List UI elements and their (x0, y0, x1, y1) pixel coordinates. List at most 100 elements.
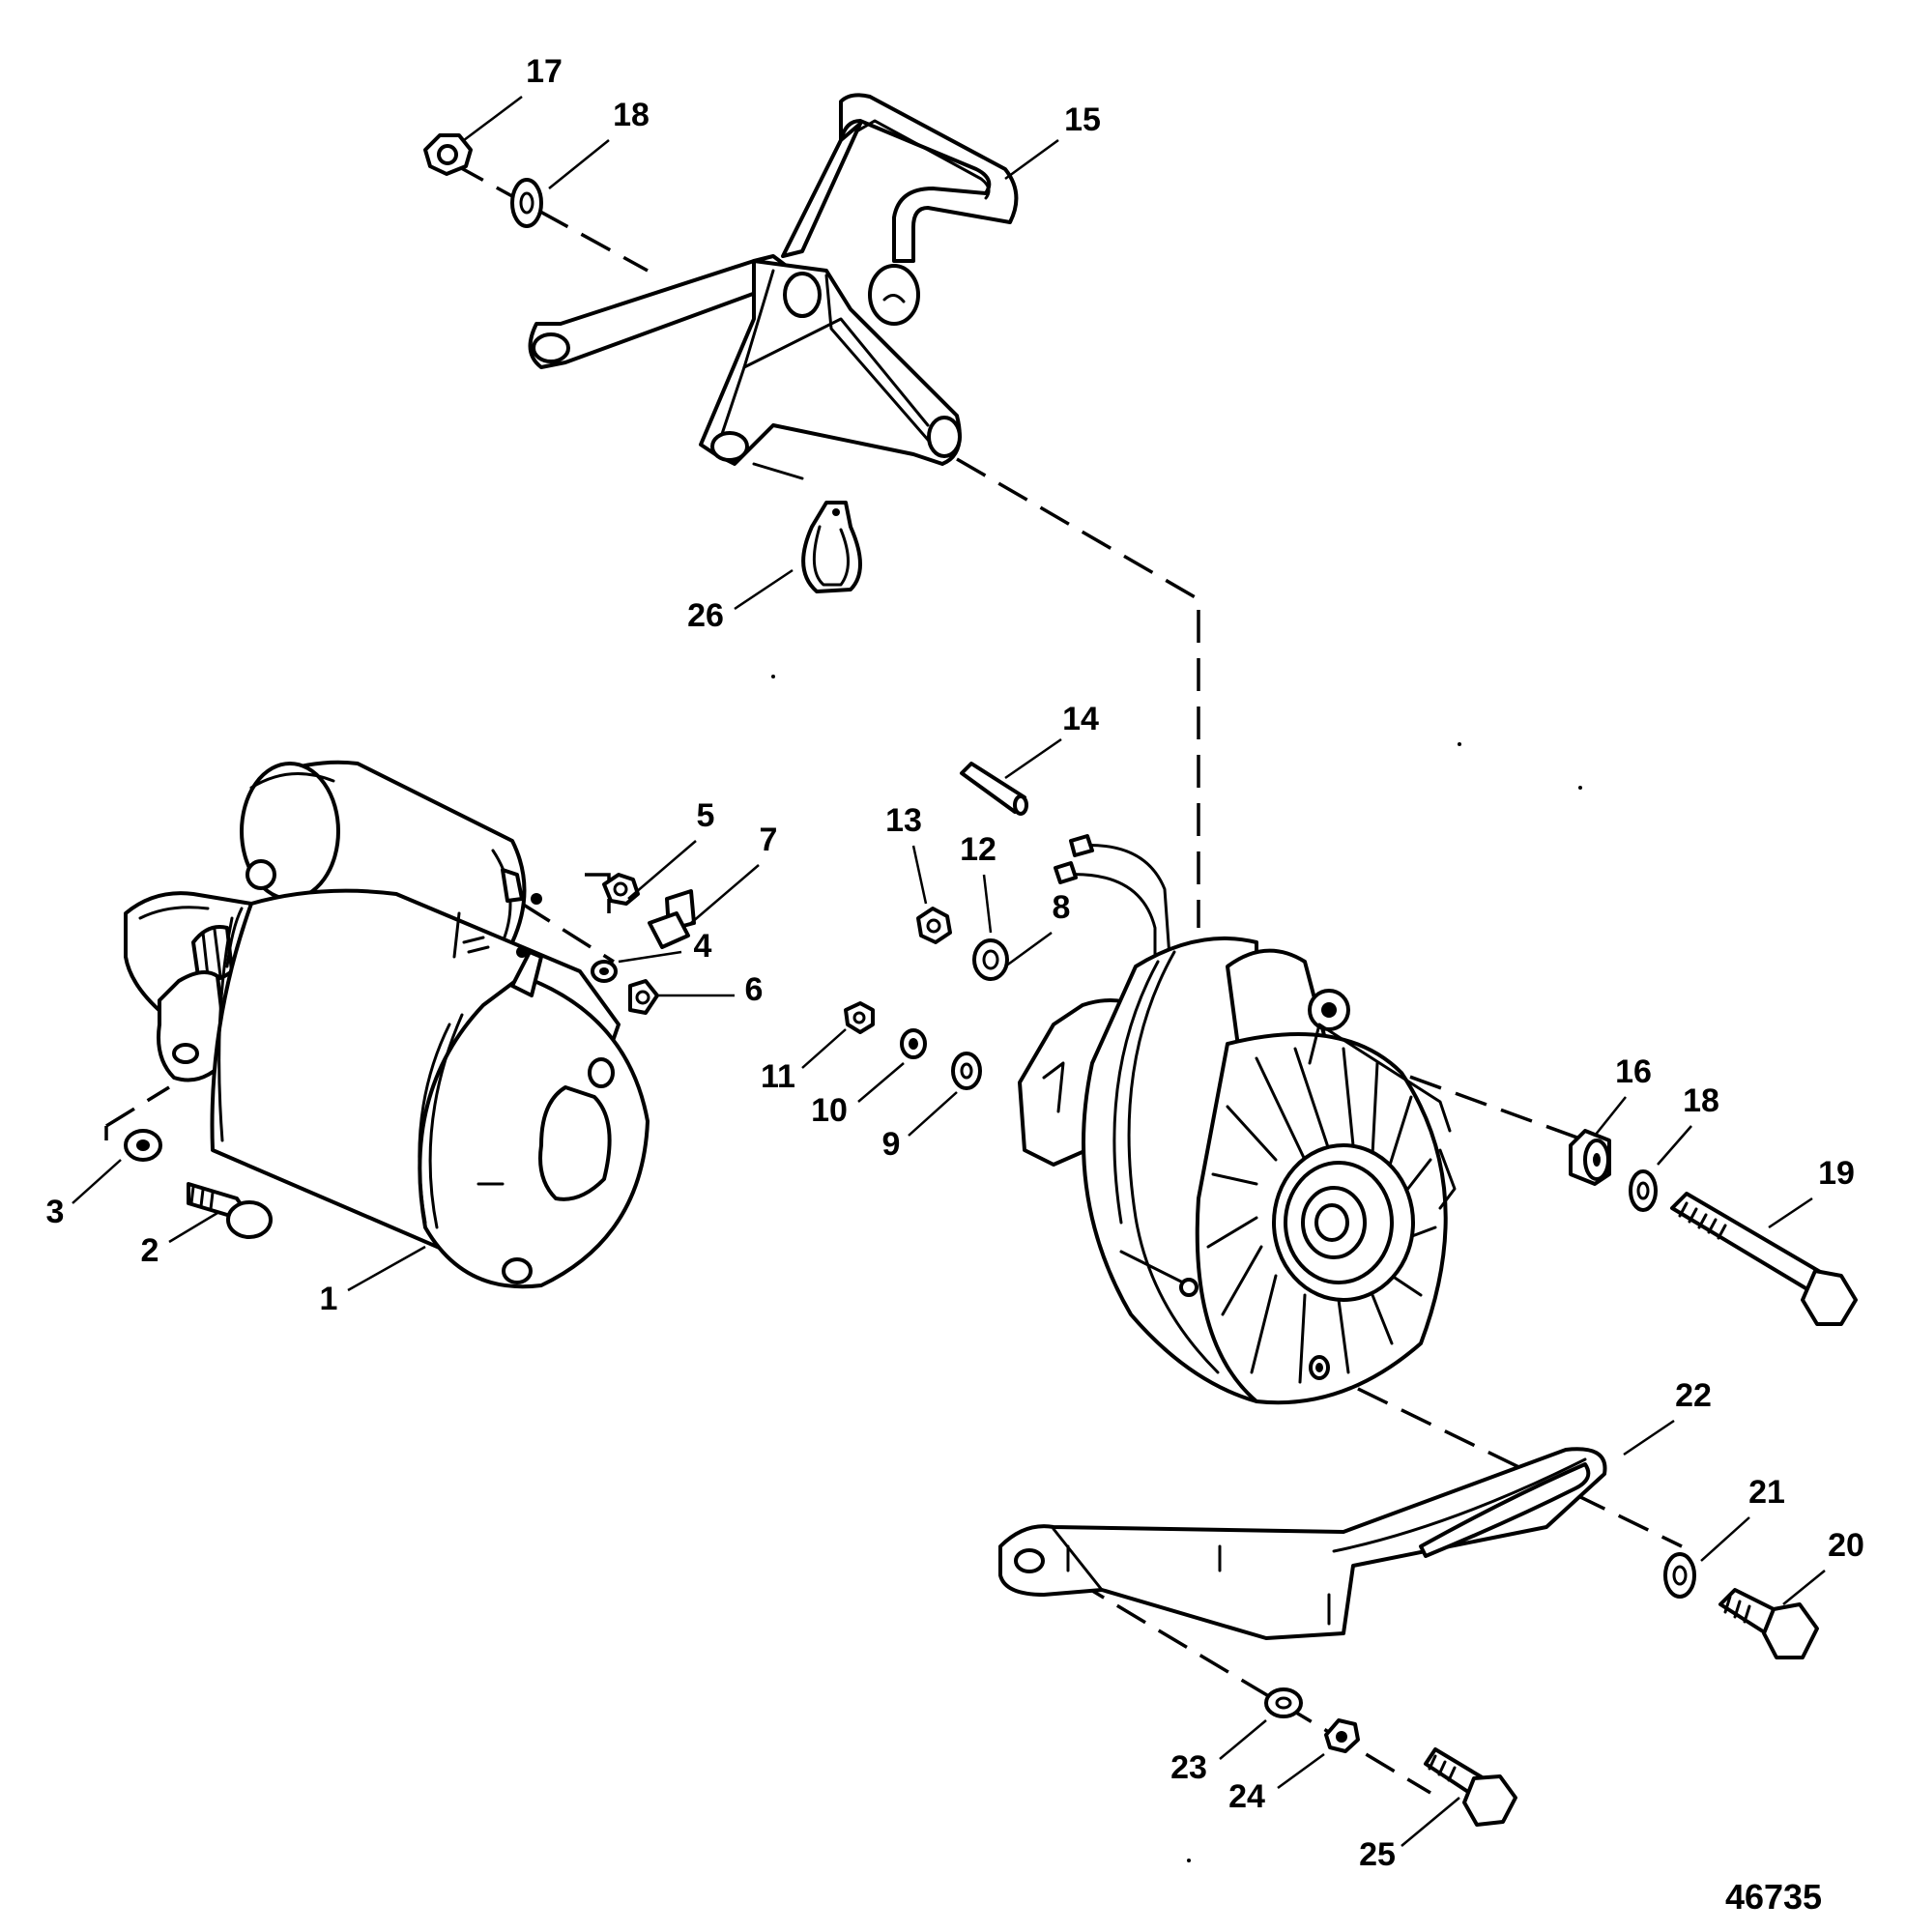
callout-1: 1 (320, 1245, 426, 1317)
leader-line-24 (1277, 1752, 1325, 1790)
callout-number-2: 2 (141, 1232, 159, 1269)
leader-line-17 (463, 96, 523, 141)
callout-12: 12 (960, 831, 996, 934)
leader-line-8 (1004, 931, 1053, 968)
leader-line-19 (1768, 1197, 1813, 1229)
callout-5: 5 (627, 797, 715, 900)
part-23-washer (1264, 1687, 1303, 1718)
callout-number-25: 25 (1359, 1836, 1396, 1873)
leader-line-21 (1700, 1516, 1750, 1562)
callout-number-7: 7 (760, 822, 778, 858)
callout-2: 2 (141, 1211, 218, 1269)
callout-number-17: 17 (526, 53, 563, 90)
leader-line-20 (1782, 1570, 1826, 1605)
callout-number-21: 21 (1748, 1474, 1785, 1511)
part-5-nut (602, 873, 640, 906)
leader-line-3 (72, 1159, 122, 1204)
part-6-nut (628, 979, 659, 1015)
leader-line-14 (1004, 737, 1062, 780)
leader-line-11 (801, 1028, 847, 1069)
callout-number-14: 14 (1062, 701, 1099, 737)
leader-line-4 (618, 950, 682, 964)
part-13-nut (916, 907, 952, 944)
callout-number-12: 12 (960, 831, 996, 868)
leader-line-18 (548, 139, 610, 189)
part-2-bolt (187, 1182, 273, 1239)
callout-number-22: 22 (1675, 1377, 1712, 1414)
callout-number-11: 11 (761, 1058, 795, 1095)
callout-number-4: 4 (694, 928, 712, 965)
leader-line-2 (168, 1211, 218, 1244)
leader-line-25 (1401, 1797, 1460, 1847)
callout-15: 15 (1004, 101, 1101, 181)
leader-line-15 (1004, 138, 1059, 181)
callout-number-6: 6 (745, 971, 764, 1008)
part-14-pin (960, 762, 1028, 816)
part-26-clip (801, 501, 862, 593)
part-7-bolt (648, 889, 696, 949)
part-19-bolt (1670, 1192, 1858, 1326)
part-17-nut (423, 133, 473, 176)
part-22-brace (998, 1447, 1607, 1640)
callout-16: 16 (1594, 1053, 1652, 1137)
part-21-washer (1663, 1552, 1696, 1599)
callout-number-18b: 18 (1683, 1082, 1719, 1119)
callout-7: 7 (690, 822, 778, 924)
callout-24: 24 (1228, 1752, 1325, 1815)
leader-line-22 (1623, 1419, 1675, 1456)
leader-line-16 (1594, 1096, 1627, 1137)
alternator-bracket (528, 93, 1019, 480)
leader-line-10 (857, 1062, 905, 1103)
alternator (1018, 834, 1457, 1405)
part-20-bolt (1718, 1588, 1819, 1659)
part-25-bolt (1424, 1747, 1517, 1827)
part-10-washer (900, 1028, 927, 1059)
callout-number-8: 8 (1053, 889, 1071, 926)
callout-number-24: 24 (1228, 1778, 1265, 1815)
callout-23: 23 (1170, 1719, 1267, 1786)
leader-line-23 (1219, 1719, 1267, 1760)
callout-3: 3 (46, 1159, 122, 1230)
part-18-washer-top (510, 178, 543, 228)
callout-22: 22 (1623, 1377, 1712, 1456)
callout-21: 21 (1700, 1474, 1785, 1562)
callout-number-13: 13 (885, 802, 922, 839)
callout-number-5: 5 (697, 797, 715, 834)
callout-26: 26 (687, 568, 794, 634)
callout-number-3: 3 (46, 1194, 65, 1230)
callout-number-20: 20 (1828, 1527, 1864, 1564)
callout-number-26: 26 (687, 597, 724, 634)
callout-10: 10 (811, 1062, 905, 1129)
leader-line-18b (1657, 1125, 1692, 1166)
part-11-nut (844, 1001, 875, 1034)
callout-20: 20 (1782, 1527, 1864, 1605)
leader-line-5 (627, 840, 697, 900)
part-16-spacer (1569, 1129, 1611, 1186)
callout-number-16: 16 (1615, 1053, 1652, 1090)
part-9-washer (951, 1052, 982, 1090)
callout-17: 17 (463, 53, 563, 141)
callout-9: 9 (882, 1091, 958, 1163)
part-12-washer (972, 938, 1009, 981)
callout-18b: 18 (1657, 1082, 1719, 1166)
leader-line-9 (908, 1091, 958, 1137)
starter-motor (124, 760, 650, 1289)
callout-8: 8 (1004, 889, 1071, 968)
part-4-nut (591, 960, 618, 983)
callout-number-18: 18 (613, 97, 650, 133)
leader-line-13 (911, 845, 928, 905)
leader-line-7 (690, 864, 760, 924)
callout-number-1: 1 (320, 1281, 338, 1317)
callout-19: 19 (1768, 1155, 1855, 1229)
leader-line-12 (982, 874, 993, 934)
callout-number-10: 10 (811, 1092, 848, 1129)
callout-number-15: 15 (1064, 101, 1101, 138)
part-18-washer-right (1629, 1169, 1658, 1212)
part-24-nut (1324, 1718, 1360, 1753)
callout-18: 18 (548, 97, 650, 189)
callouts: 1234567891011121314151617181819202122232… (46, 53, 1864, 1873)
callout-25: 25 (1359, 1797, 1460, 1873)
part-3-washer (124, 1129, 162, 1162)
